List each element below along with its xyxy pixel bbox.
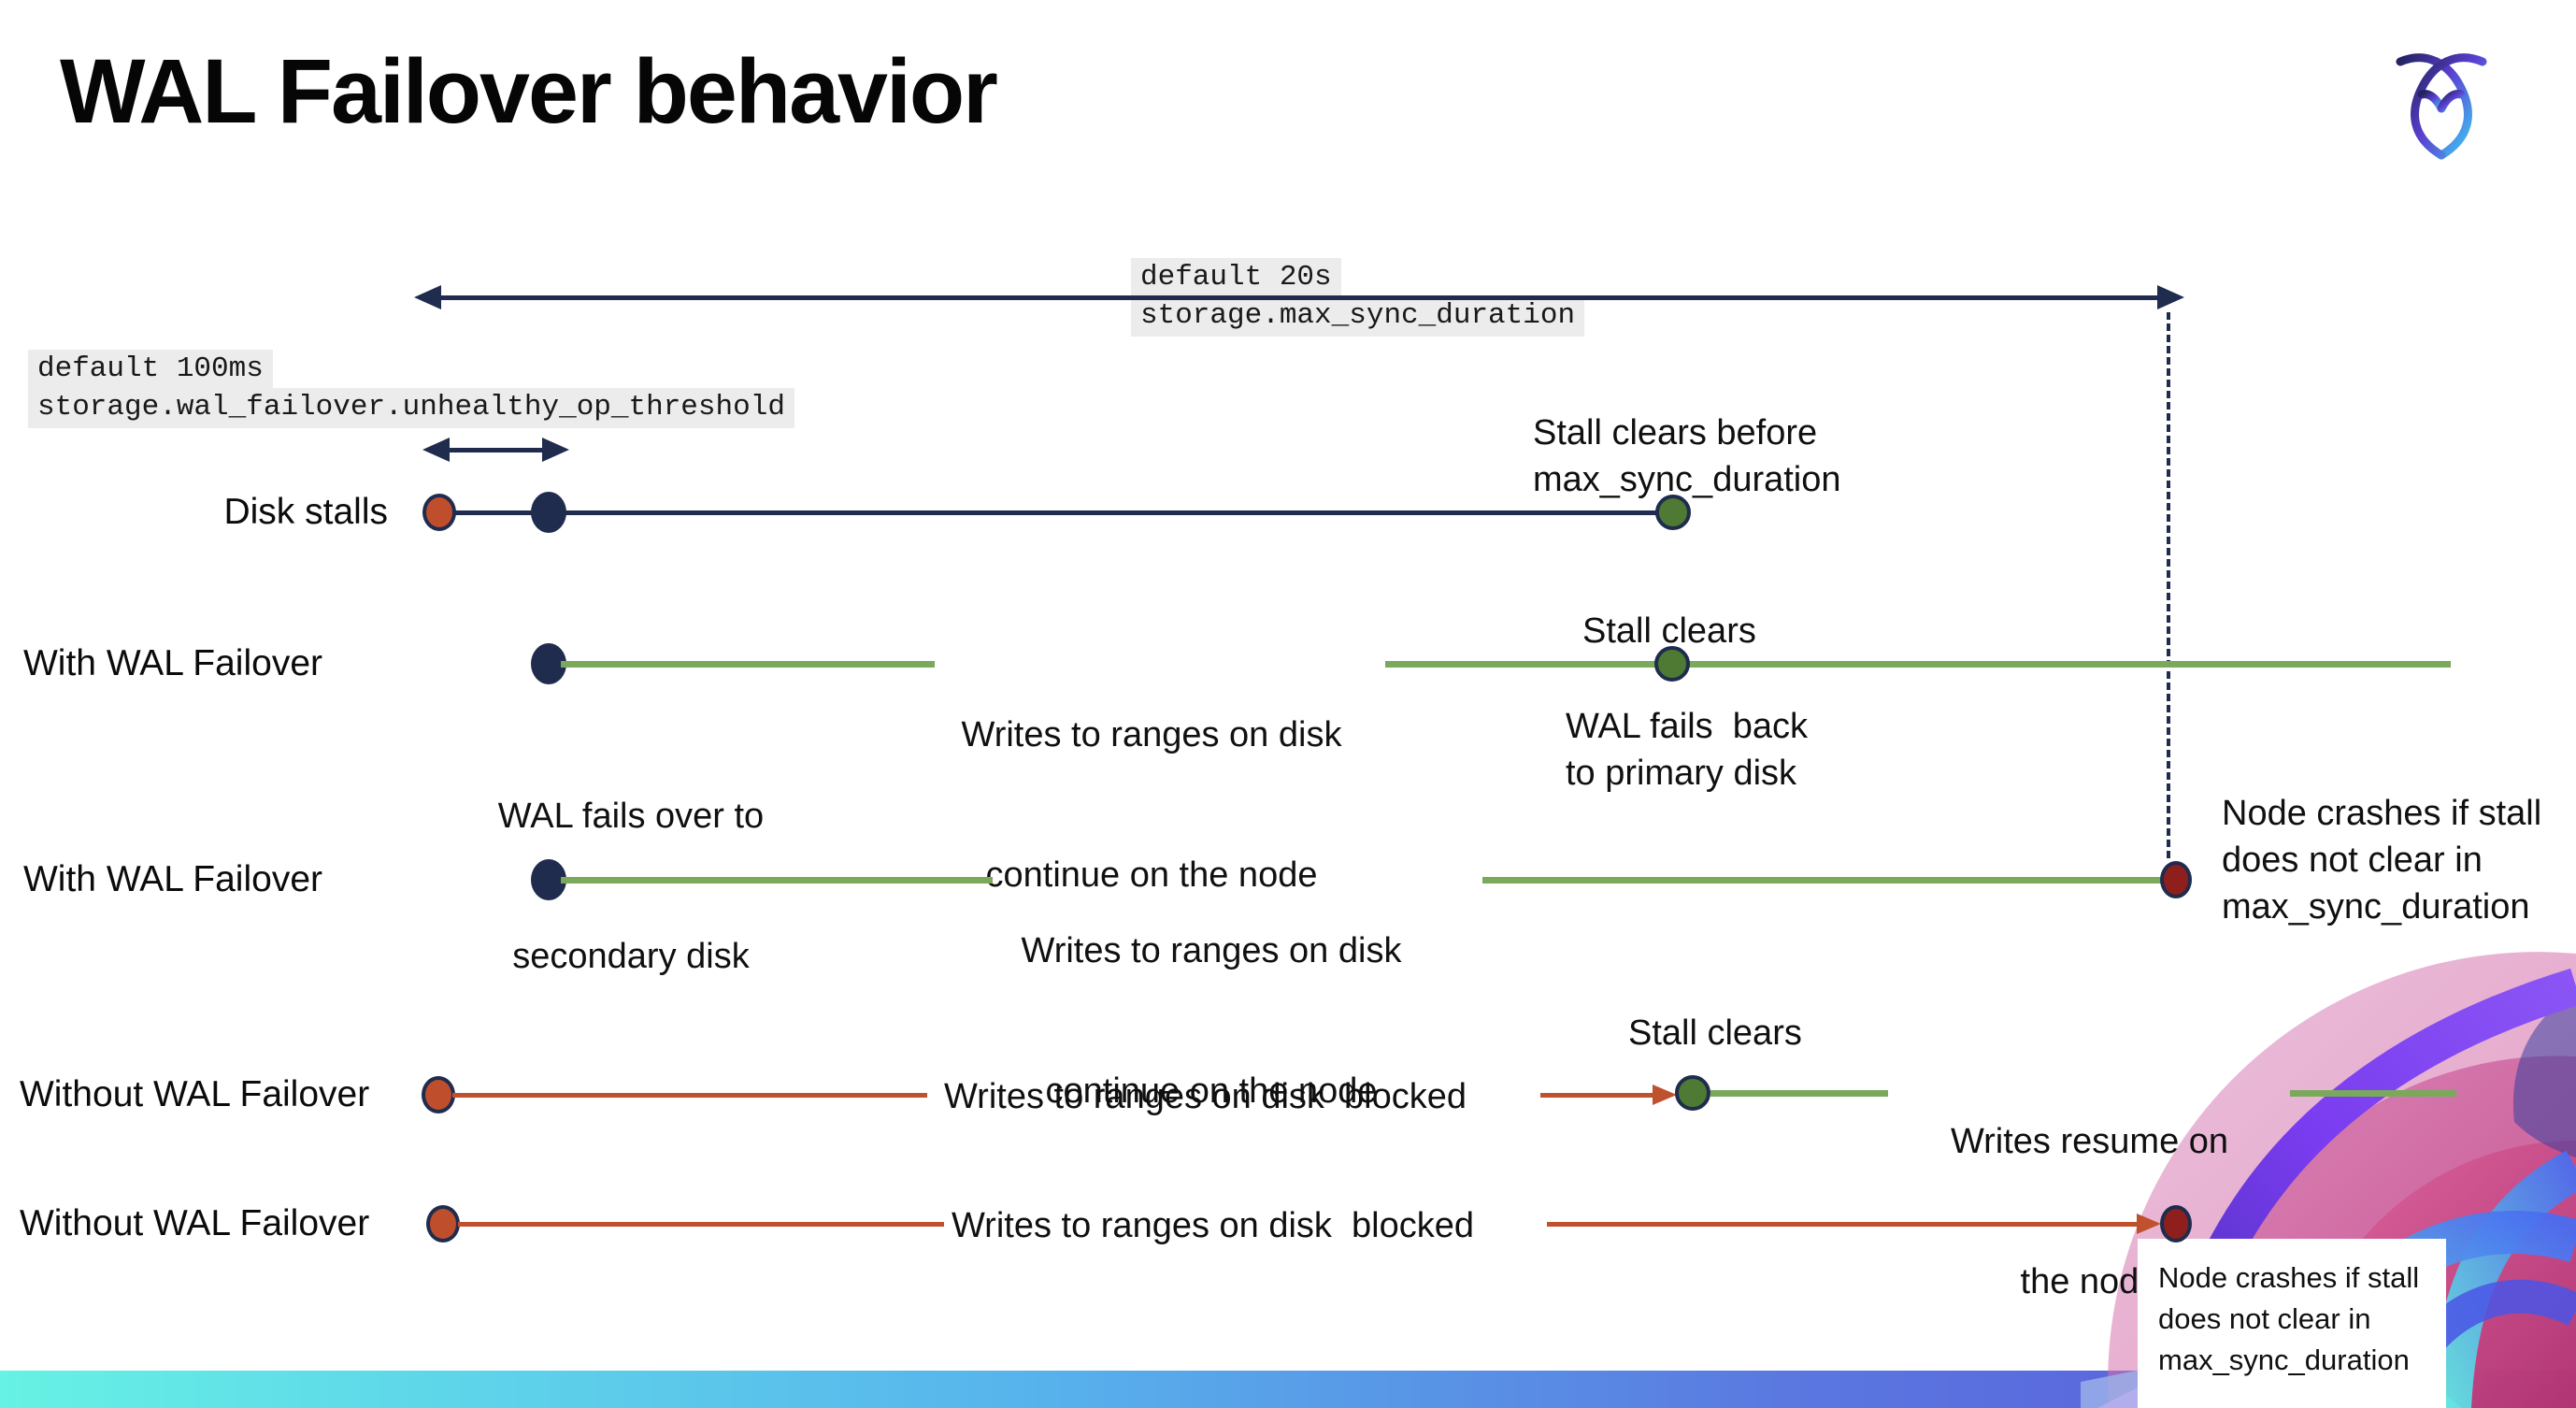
stall-start-dot — [426, 1205, 460, 1243]
stall-clears-dot — [1655, 495, 1691, 530]
stall-start-dot — [422, 494, 456, 531]
cockroachdb-logo-icon — [2396, 53, 2487, 160]
max-sync-default-label: default 20s — [1131, 258, 1341, 298]
max-sync-setting-label: storage.max_sync_duration — [1131, 296, 1585, 337]
node-crash-note-line2: does not clear in — [2158, 1302, 2371, 1335]
node-crash-note-line1: Node crashes if stall — [2158, 1261, 2420, 1294]
writes-resume-line — [2290, 1090, 2456, 1097]
writes-blocked-note: Writes to ranges on disk blocked — [944, 1077, 1467, 1116]
threshold-setting-label: storage.wal_failover.unhealthy_op_thresh… — [28, 388, 794, 428]
failover-note: WAL fails over to secondary disk — [497, 797, 765, 976]
writes-continue-line — [561, 877, 993, 884]
stall-clears-dot — [1654, 646, 1690, 682]
node-crash-callout-box: Node crashes if stall does not clear in … — [2138, 1239, 2446, 1408]
stall-clears-before-note-line1: Stall clears before — [1533, 413, 1818, 453]
arrow-left-head-icon — [414, 285, 441, 309]
row-label-without-wal-failover-1: Without WAL Failover — [20, 1074, 370, 1114]
threshold-arrow-line — [449, 448, 542, 453]
failback-note-line2: to primary disk — [1566, 754, 1797, 793]
writes-resume-line — [1710, 1090, 1888, 1097]
max-sync-dashed-line — [2167, 312, 2170, 858]
row-label-with-wal-failover-2: With WAL Failover — [23, 859, 322, 899]
node-crash-note-line1: Node crashes if stall — [2222, 794, 2542, 833]
disk-stall-timeline — [439, 510, 1673, 515]
node-crash-note-line3: max_sync_duration — [2158, 1343, 2410, 1376]
threshold-dot — [531, 492, 566, 533]
node-crash-note-line2: does not clear in — [2222, 840, 2483, 880]
node-crash-note-line3: max_sync_duration — [2222, 887, 2530, 927]
red-arrow-head-icon — [1653, 1085, 1677, 1105]
row-label-with-wal-failover-1: With WAL Failover — [23, 643, 322, 683]
arrow-left-head-icon — [422, 438, 450, 462]
failback-note-line1: WAL fails back — [1566, 707, 1809, 746]
writes-blocked-line — [458, 1222, 944, 1227]
stall-clears-note: Stall clears — [1628, 1013, 1802, 1053]
stall-clears-dot — [1675, 1075, 1710, 1111]
stall-clears-note: Stall clears — [1582, 611, 1756, 651]
row-label-disk-stalls: Disk stalls — [223, 492, 388, 532]
stall-clears-before-note-line2: max_sync_duration — [1533, 460, 1841, 499]
red-arrow-head-icon — [2137, 1214, 2161, 1234]
writes-blocked-line — [1540, 1093, 1654, 1098]
writes-blocked-line — [1547, 1222, 2150, 1227]
writes-continue-line — [1482, 877, 2176, 884]
writes-continue-note: Writes to ranges on disk continue on the… — [1021, 931, 1402, 1111]
writes-continue-line — [561, 661, 935, 668]
arrow-right-head-icon — [2157, 285, 2184, 309]
max-sync-duration-arrow-line — [439, 295, 2168, 300]
arrow-right-head-icon — [542, 438, 569, 462]
stall-start-dot — [422, 1076, 455, 1113]
row-label-without-wal-failover-2: Without WAL Failover — [20, 1203, 370, 1243]
node-crash-dot — [2160, 1205, 2192, 1243]
writes-continue-line — [1385, 661, 2451, 668]
threshold-default-label: default 100ms — [28, 350, 273, 390]
writes-blocked-note: Writes to ranges on disk blocked — [952, 1206, 1475, 1245]
writes-blocked-line — [452, 1093, 927, 1098]
writes-continue-note: Writes to ranges on disk continue on the… — [961, 715, 1342, 895]
node-crash-dot — [2160, 861, 2192, 898]
page-title: WAL Failover behavior — [60, 40, 998, 142]
